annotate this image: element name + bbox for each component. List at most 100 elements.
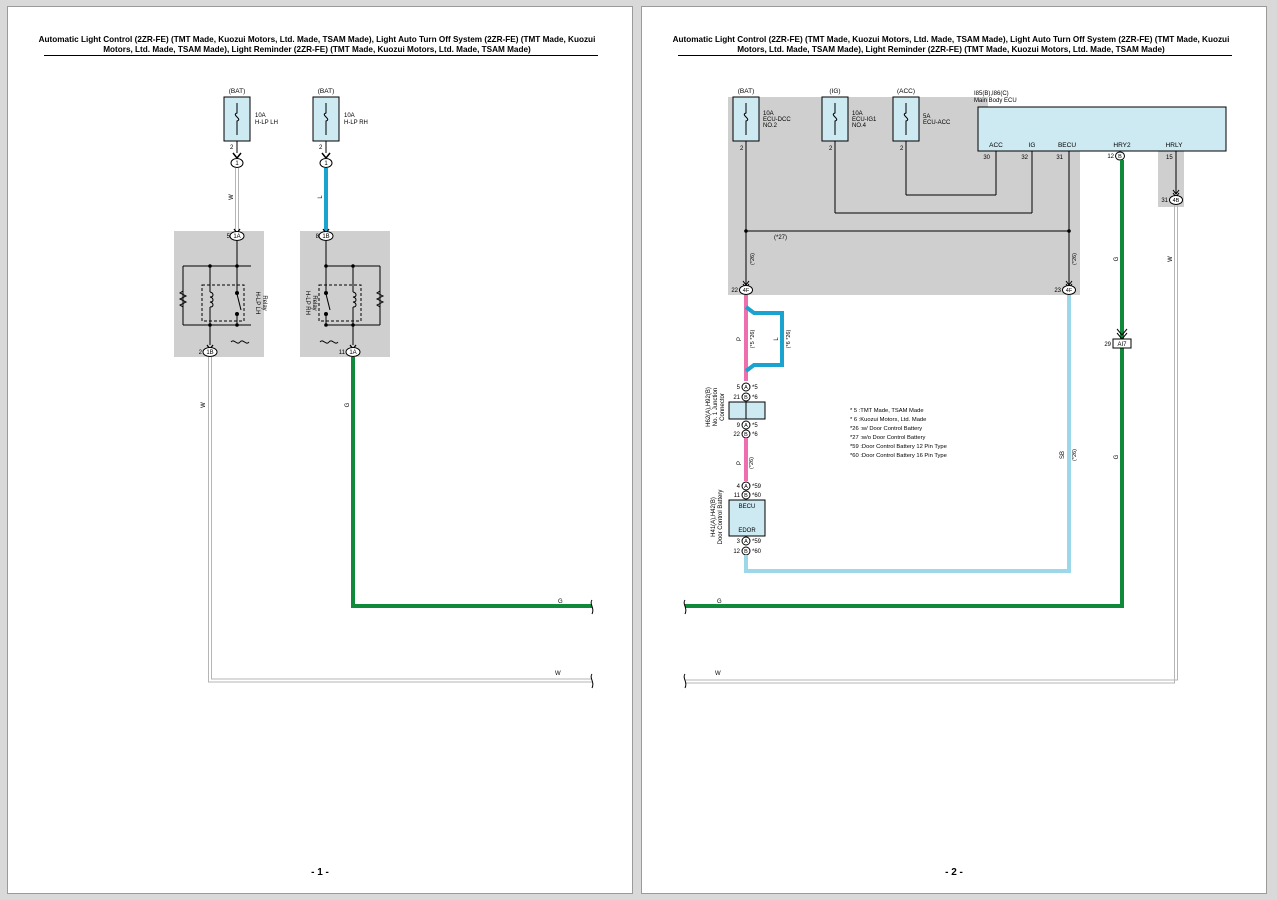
wire-sky-blue: [744, 295, 1071, 573]
relay-lh-name: H-LP LH: [254, 292, 260, 315]
fuse-ig1-name1: ECU-IG1: [852, 117, 877, 123]
fuse-dcc-pin: 2: [740, 146, 744, 152]
connector-4f: [1062, 285, 1076, 295]
title-rule: [44, 55, 598, 56]
main-body-ecu: [977, 106, 1227, 152]
wire-label-p: P: [737, 337, 743, 341]
note-27: (*27): [774, 235, 787, 241]
dcb-ref: H41(A),H42(B): [711, 497, 717, 537]
fuse-lh-pin: 2: [230, 145, 234, 151]
fuse-dcc-name2: NO.2: [763, 123, 778, 129]
junction-bottom-pins: 9 A *5 22 B *6: [733, 420, 758, 439]
ecu-pin-becu: BECU: [1058, 142, 1076, 149]
legend: * 5 :TMT Made, TSAM Made * 6 :Kuozui Mot…: [850, 408, 947, 459]
page-title: Automatic Light Control (2ZR-FE) (TMT Ma…: [672, 35, 1230, 54]
connector-label: 4F: [1066, 288, 1073, 294]
pin-num: 9: [737, 423, 741, 429]
connector-lh-1: [230, 158, 244, 168]
wire-end-label-w: W: [555, 671, 561, 677]
wire-note: (*6 *26): [786, 330, 792, 349]
fuse-ig1-rating: 10A: [852, 111, 863, 117]
relay-lh-in-pin: 5: [227, 234, 231, 240]
ecu-pin-num: 12: [1107, 154, 1114, 160]
connector-label: 1: [235, 161, 239, 167]
pin-num: 11: [734, 493, 741, 499]
fuse-dcc-name1: ECU-DCC: [763, 117, 791, 123]
pin-note: *59: [752, 484, 762, 490]
wire-label-g: G: [1114, 454, 1120, 459]
page-number: - 1 -: [311, 867, 329, 878]
ecu-pin-hry2: HRY2: [1113, 142, 1131, 149]
fuse-rh-pin: 2: [319, 145, 323, 151]
pin-num: 4: [737, 484, 741, 490]
relay-rh-in-pin: 8: [316, 234, 320, 240]
connector-label: 1B: [206, 350, 213, 356]
junction-sub: Connector: [720, 393, 726, 421]
legend-item: *59 :Door Control Battery 12 Pin Type: [850, 444, 947, 450]
pin-note: *5: [752, 385, 758, 391]
connector-1b: [202, 347, 218, 357]
diagram-page-1: Automatic Light Control (2ZR-FE) (TMT Ma…: [7, 6, 633, 894]
wire-label-g: G: [1114, 256, 1120, 261]
connector-label: 4B: [1173, 198, 1180, 204]
pin-num: 3: [737, 539, 741, 545]
pin-conn: A: [744, 539, 748, 545]
pin-note: *6: [752, 432, 758, 438]
fuse-dcc-rating: 10A: [763, 111, 774, 117]
pin-conn: A: [744, 385, 748, 391]
wire-label-w: W: [229, 194, 235, 200]
wire-label-w: W: [201, 402, 207, 408]
junction-ref: H62(A),H92(B): [706, 387, 712, 427]
ecu-pin-acc: ACC: [989, 142, 1003, 149]
fuse-rh-rating: 10A: [344, 113, 355, 119]
pin-note: *60: [752, 549, 762, 555]
door-control-battery: [728, 499, 766, 537]
fuse-lh-name: H-LP LH: [255, 120, 278, 126]
fuse-lh-rating: 10A: [255, 113, 266, 119]
connector-pin: 22: [731, 288, 738, 294]
connector-ai7: [1112, 338, 1132, 349]
wiring-diagram-1: (BAT) 10A H-LP LH 2 1 (BAT) 10A H-LP RH …: [174, 88, 594, 689]
pin-conn: B: [744, 395, 748, 401]
connector-1a: [345, 347, 361, 357]
pin-conn: A: [744, 423, 748, 429]
connector-pin: 23: [1054, 288, 1061, 294]
page-title: Automatic Light Control (2ZR-FE) (TMT Ma…: [38, 35, 596, 54]
connector-1b: [318, 231, 334, 241]
relay-rh-box: [300, 231, 390, 357]
fuse-acc-rating: 5A: [923, 114, 930, 120]
wire-label-g: G: [345, 402, 351, 407]
wire-label-p: P: [737, 461, 743, 465]
title-rule: [678, 55, 1232, 56]
junction-top-pins: 5 A *5 21 B *6: [733, 382, 758, 402]
wire-green: [685, 160, 1124, 608]
fuse-ig1-name2: NO.4: [852, 123, 867, 129]
fuse-icon: [832, 103, 838, 135]
legend-item: * 6 :Kuozui Motors, Ltd. Made: [850, 417, 926, 423]
ecu-ref: I85(B),I86(C): [974, 91, 1009, 97]
wiring-diagram-2: (BAT) 10A ECU-DCC NO.2 2 (IG) 10A ECU-IG…: [683, 88, 1227, 689]
connector-arrow-icon: [232, 152, 242, 160]
connector-label: B: [1118, 154, 1122, 160]
dcb-edor: EDOR: [738, 528, 756, 534]
legend-item: *60 :Door Control Battery 16 Pin Type: [850, 453, 947, 459]
connector-label: 1: [324, 161, 328, 167]
connector-4b: [1169, 195, 1183, 205]
ecu-pin-num: 30: [983, 155, 990, 161]
connector-1a: [229, 231, 245, 241]
pin-note: *60: [752, 493, 762, 499]
relay-rh-sub: Relay: [311, 295, 317, 310]
ecu-pin-num: 31: [1056, 155, 1063, 161]
wire-label-sb: SB: [1060, 451, 1066, 459]
wire-label-l: L: [774, 337, 780, 341]
fuse-acc-pin: 2: [900, 146, 904, 152]
fuse-icon: [743, 103, 749, 135]
connector-label: AI7: [1117, 342, 1127, 348]
connector-label: 1A: [233, 234, 240, 240]
pin-conn: A: [744, 484, 748, 490]
pin-conn: B: [744, 493, 748, 499]
pin-note: *5: [752, 423, 758, 429]
note-26: (*26): [1072, 253, 1078, 265]
wire-blue-loop: [744, 305, 784, 373]
wire-note: (*5 *26): [750, 330, 756, 349]
